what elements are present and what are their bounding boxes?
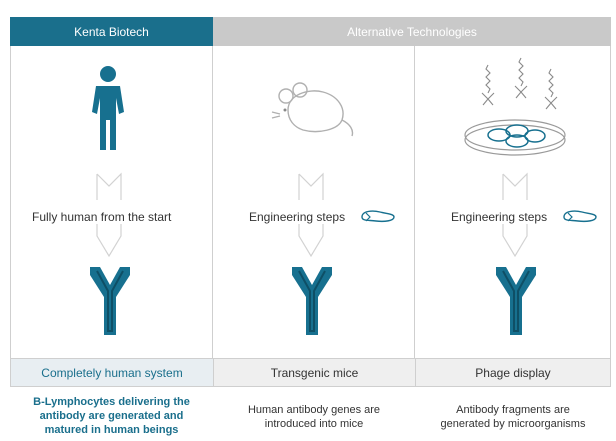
arrow-down-icon (96, 172, 122, 258)
description-transgenic: Human antibody genes are introduced into… (213, 403, 415, 431)
column-kenta (10, 46, 213, 358)
header-kenta-biotech: Kenta Biotech (10, 17, 213, 46)
column-1-middle-text: Fully human from the start (32, 210, 172, 224)
phage-petri-dish-icon (464, 57, 566, 156)
description-line: antibody are generated and (39, 410, 184, 422)
mouse-icon (271, 82, 354, 137)
antibody-icon (496, 267, 536, 335)
header-alternative-technologies: Alternative Technologies (213, 17, 611, 46)
description-kenta: B-Lymphocytes delivering the antibody ar… (10, 395, 213, 437)
label-completely-human-system: Completely human system (10, 358, 213, 387)
plasmid-icon (361, 210, 395, 223)
plasmid-icon (563, 210, 597, 223)
column-2-middle-text: Engineering steps (249, 210, 346, 224)
antibody-icon (292, 267, 332, 335)
column-phage (415, 46, 611, 358)
column-transgenic (213, 46, 415, 358)
arrow-down-icon (298, 172, 324, 258)
description-line: B-Lymphocytes delivering the (33, 396, 190, 408)
description-line: introduced into mice (264, 418, 364, 430)
arrow-down-icon (502, 172, 528, 258)
label-phage-display: Phage display (415, 358, 611, 387)
description-line: Human antibody genes are (247, 404, 381, 416)
description-line: generated by microorganisms (440, 418, 586, 430)
description-line: matured in human beings (44, 424, 179, 436)
column-3-middle-text: Engineering steps (451, 210, 548, 224)
antibody-icon (90, 267, 130, 335)
label-transgenic-mice: Transgenic mice (213, 358, 415, 387)
description-phage: Antibody fragments are generated by micr… (415, 403, 611, 431)
human-figure-icon (92, 66, 124, 150)
description-line: Antibody fragments are (456, 404, 570, 416)
